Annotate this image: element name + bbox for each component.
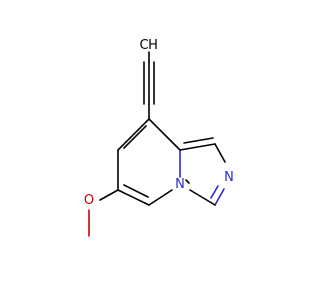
bond-c6-c5-double xyxy=(117,184,150,206)
atom-label-ring-nitrogen: N xyxy=(224,170,234,185)
atom-label-terminal-h: H xyxy=(148,38,158,53)
bond-c8-c8a xyxy=(148,118,181,151)
bridge-nitrogen-charge-mark xyxy=(185,179,190,184)
bond-n2-c3-double xyxy=(210,185,225,206)
atom-label-terminal-c: C xyxy=(139,38,148,53)
molecule-structure: C H N N O xyxy=(84,38,234,237)
bond-c8-c7-double xyxy=(117,118,150,151)
bond-c3-n4 xyxy=(189,189,216,206)
bond-triple-alkyne xyxy=(143,61,155,105)
bond-c8a-c1-double xyxy=(179,137,216,151)
atom-label-oxygen: O xyxy=(84,193,94,208)
bond-c6-o xyxy=(99,189,119,201)
bond-c5-n4 xyxy=(148,189,173,206)
bond-c1-n2 xyxy=(214,143,226,163)
atom-label-bridge-nitrogen: N xyxy=(175,177,185,192)
